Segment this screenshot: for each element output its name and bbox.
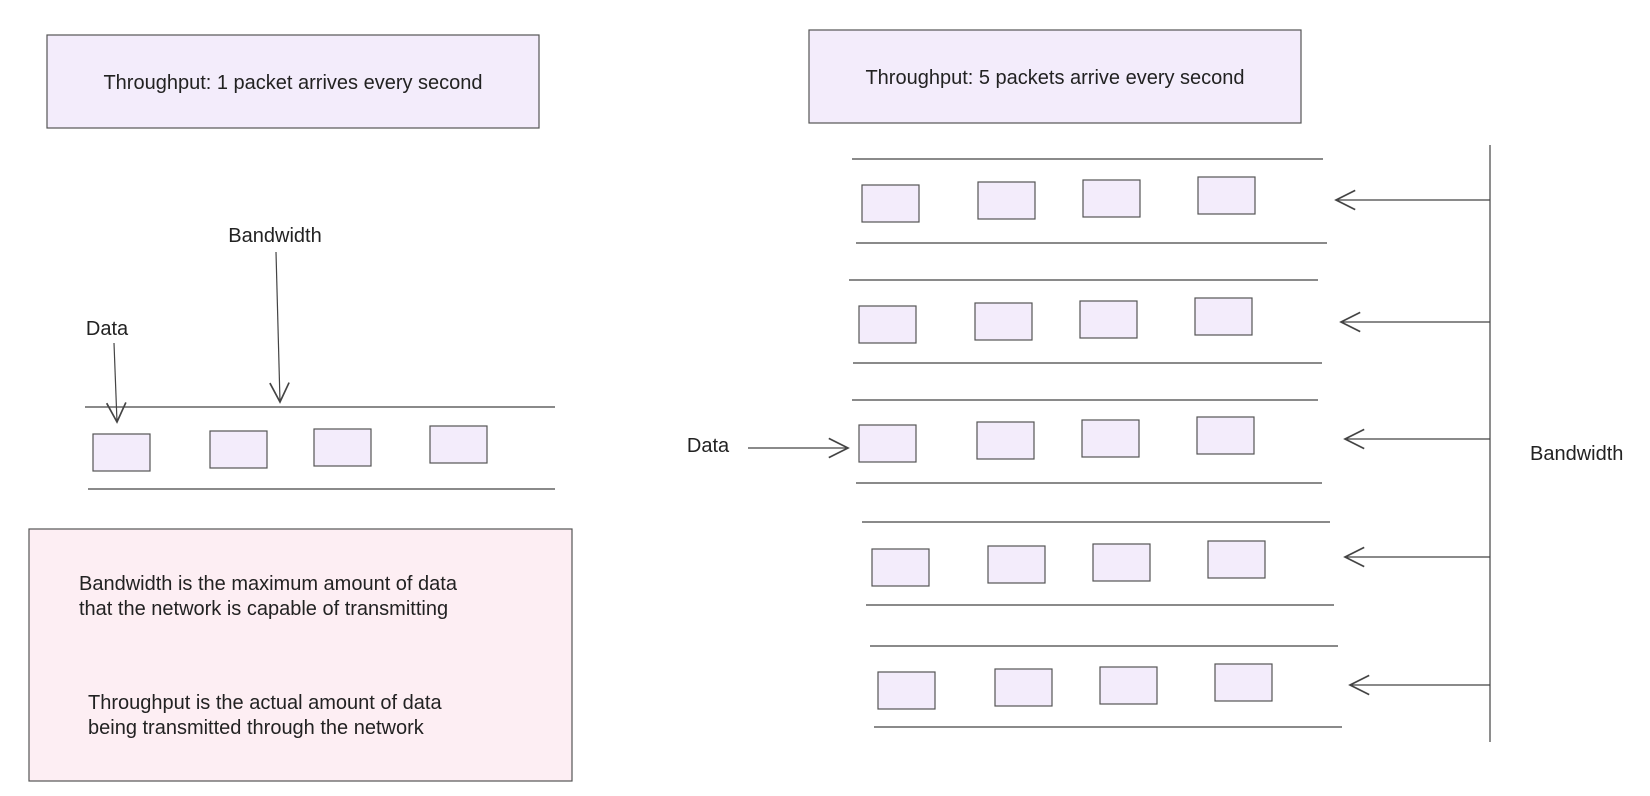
right-packet (861, 184, 920, 223)
right-packet (1082, 179, 1141, 218)
right-channel (852, 399, 1490, 484)
right-packet (977, 181, 1036, 220)
right-data-label: Data (687, 435, 730, 457)
bandwidth-definition-line2: that the network is capable of transmitt… (79, 598, 448, 620)
bandwidth-definition-line1: Bandwidth is the maximum amount of data (79, 573, 458, 595)
right-packet (1194, 297, 1253, 336)
right-packet (858, 424, 917, 463)
left-packet (209, 430, 268, 469)
right-packet (871, 548, 930, 587)
right-packet (858, 305, 917, 344)
right-channel (852, 158, 1490, 244)
right-channels (849, 158, 1490, 728)
right-packet (1099, 666, 1158, 705)
left-throughput-label: Throughput: 1 packet arrives every secon… (103, 72, 482, 94)
right-packet (974, 302, 1033, 341)
right-channel (862, 521, 1490, 606)
left-channel (85, 406, 555, 490)
left-bandwidth-arrow (269, 251, 290, 404)
right-packet (1197, 176, 1256, 215)
right-packet (1092, 543, 1151, 582)
throughput-definition-line2: being transmitted through the network (88, 717, 425, 739)
right-packet (1079, 300, 1138, 339)
left-throughput-box: Throughput: 1 packet arrives every secon… (46, 34, 540, 129)
right-channel (870, 645, 1490, 728)
left-packet (92, 433, 151, 472)
right-packet (1196, 416, 1255, 455)
right-channel (849, 279, 1490, 364)
right-packet (976, 421, 1035, 460)
right-bandwidth-label: Bandwidth (1530, 443, 1623, 465)
right-packet (877, 671, 936, 710)
right-throughput-box: Throughput: 5 packets arrive every secon… (808, 29, 1302, 124)
right-throughput-label: Throughput: 5 packets arrive every secon… (865, 67, 1244, 89)
definitions-note: Bandwidth is the maximum amount of data … (28, 528, 573, 782)
left-packet (313, 428, 372, 467)
throughput-definition-line1: Throughput is the actual amount of data (88, 692, 442, 714)
right-packet (1081, 419, 1140, 458)
left-bandwidth-label: Bandwidth (228, 225, 321, 247)
left-data-label: Data (86, 318, 129, 340)
right-packet (994, 668, 1053, 707)
left-packet (429, 425, 488, 464)
right-packet (987, 545, 1046, 584)
right-packet (1207, 540, 1266, 579)
left-data-arrow (105, 342, 127, 424)
right-packet (1214, 663, 1273, 702)
